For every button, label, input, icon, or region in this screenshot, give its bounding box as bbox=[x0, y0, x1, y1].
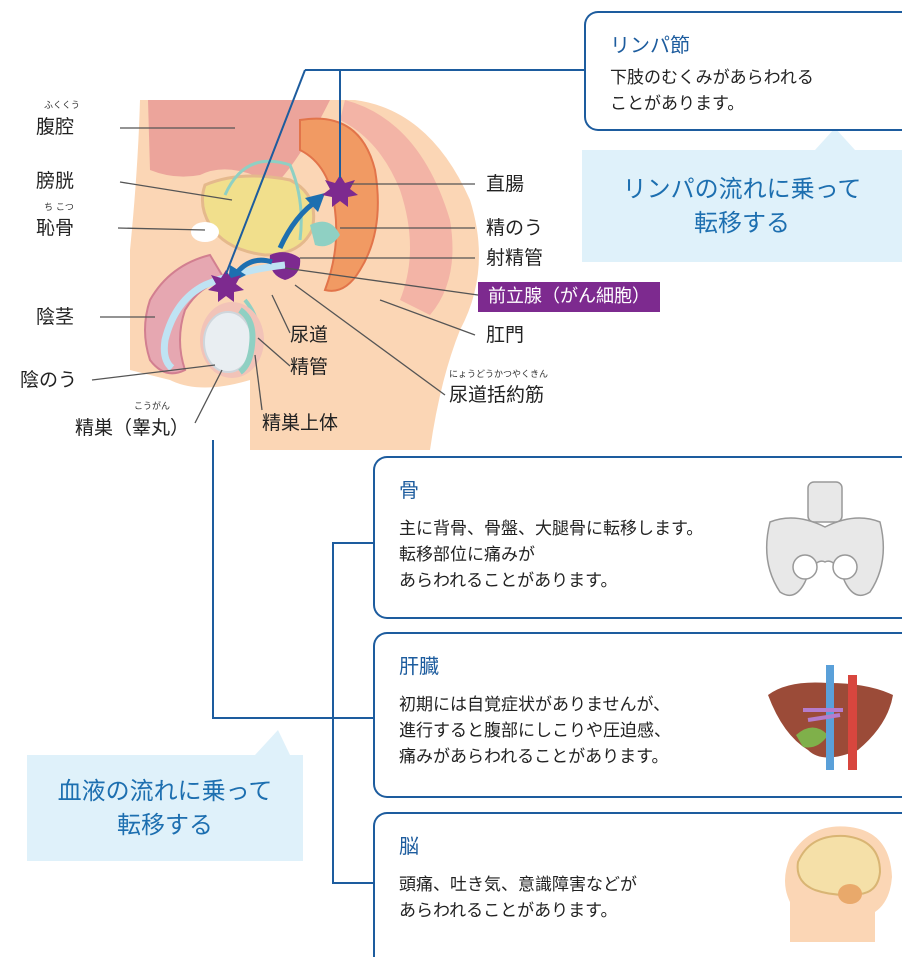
fukukuu-ruby: ふくくう bbox=[44, 101, 80, 111]
lymph-node-body: 下肢のむくみがあらわれる ことがあります。 bbox=[610, 68, 814, 114]
organ-callout-liver: 肝臓 初期には自覚症状がありませんが、 進行すると腹部にしこりや圧迫感、 痛みが… bbox=[373, 632, 902, 798]
organ-title-liver: 肝臓 bbox=[399, 654, 439, 678]
label-epididymis: 精巣上体 bbox=[262, 412, 339, 434]
spread-arrow-up-head bbox=[305, 193, 325, 212]
lymph-line-to-lower-node bbox=[225, 69, 306, 275]
epididymis bbox=[238, 307, 256, 375]
organ-body-bone: 主に背骨、骨盤、大腿骨に転移します。 転移部位に痛みが あらわれることがあります… bbox=[399, 519, 704, 591]
chikotsu-ruby: ち こつ bbox=[44, 203, 74, 213]
label-vas-deferens: 精管 bbox=[290, 356, 329, 378]
lymph-node-callout: リンパ節 下肢のむくみがあらわれる ことがあります。 bbox=[584, 11, 902, 131]
label-urethra: 尿道 bbox=[290, 324, 329, 346]
label-ejaculatory-duct: 射精管 bbox=[486, 247, 544, 269]
label-pubic-bone: 恥骨 bbox=[36, 217, 75, 239]
blood-line bbox=[212, 440, 333, 719]
leader-lines bbox=[91, 127, 486, 424]
organ-body-brain: 頭痛、吐き気、意識障害などが あらわれることがあります。 bbox=[399, 875, 637, 921]
label-seminal-vesicle: 精のう bbox=[486, 217, 544, 239]
lymph-flow-bubble: リンパの流れに乗って 転移する bbox=[582, 150, 902, 262]
seminal-vesicle bbox=[310, 221, 340, 247]
label-testis: 精巣（睾丸） bbox=[75, 417, 190, 439]
label-penis: 陰茎 bbox=[36, 306, 75, 328]
pubic-bone bbox=[191, 222, 219, 242]
seisou-ruby: こうがん bbox=[134, 402, 171, 412]
label-abdominal-cavity: 腹腔 bbox=[36, 116, 75, 138]
lymph-node-star-upper bbox=[322, 175, 358, 207]
lymph-bubble-tail bbox=[815, 128, 855, 150]
organ-callout-bone: 骨 主に背骨、骨盤、大腿骨に転移します。 転移部位に痛みが あらわれることがあり… bbox=[373, 456, 902, 619]
label-rectum: 直腸 bbox=[486, 173, 525, 195]
blood-branch bbox=[332, 542, 375, 884]
urethra bbox=[160, 261, 286, 371]
katsuyakukin-ruby: にょうどうかつやくきん bbox=[449, 370, 549, 380]
label-prostate-cancer: 前立腺（がん細胞） bbox=[478, 282, 660, 312]
blood-flow-bubble: 血液の流れに乗って 転移する bbox=[27, 755, 303, 861]
lymph-node-title: リンパ節 bbox=[610, 33, 690, 57]
label-scrotum: 陰のう bbox=[20, 369, 78, 391]
sacrum bbox=[340, 100, 453, 315]
organ-title-brain: 脳 bbox=[399, 834, 419, 858]
label-urethral-sphincter: 尿道括約筋 bbox=[449, 384, 545, 406]
blood-bubble-tail bbox=[255, 730, 290, 755]
organ-title-bone: 骨 bbox=[399, 478, 419, 502]
lymph-node-star-lower bbox=[208, 270, 244, 302]
label-bladder: 膀胱 bbox=[36, 170, 75, 192]
organ-body-liver: 初期には自覚症状がありませんが、 進行すると腹部にしこりや圧迫感、 痛みがあらわ… bbox=[399, 695, 671, 767]
organ-callout-brain: 脳 頭痛、吐き気、意識障害などが あらわれることがあります。 bbox=[373, 812, 902, 957]
label-anus: 肛門 bbox=[486, 324, 525, 346]
